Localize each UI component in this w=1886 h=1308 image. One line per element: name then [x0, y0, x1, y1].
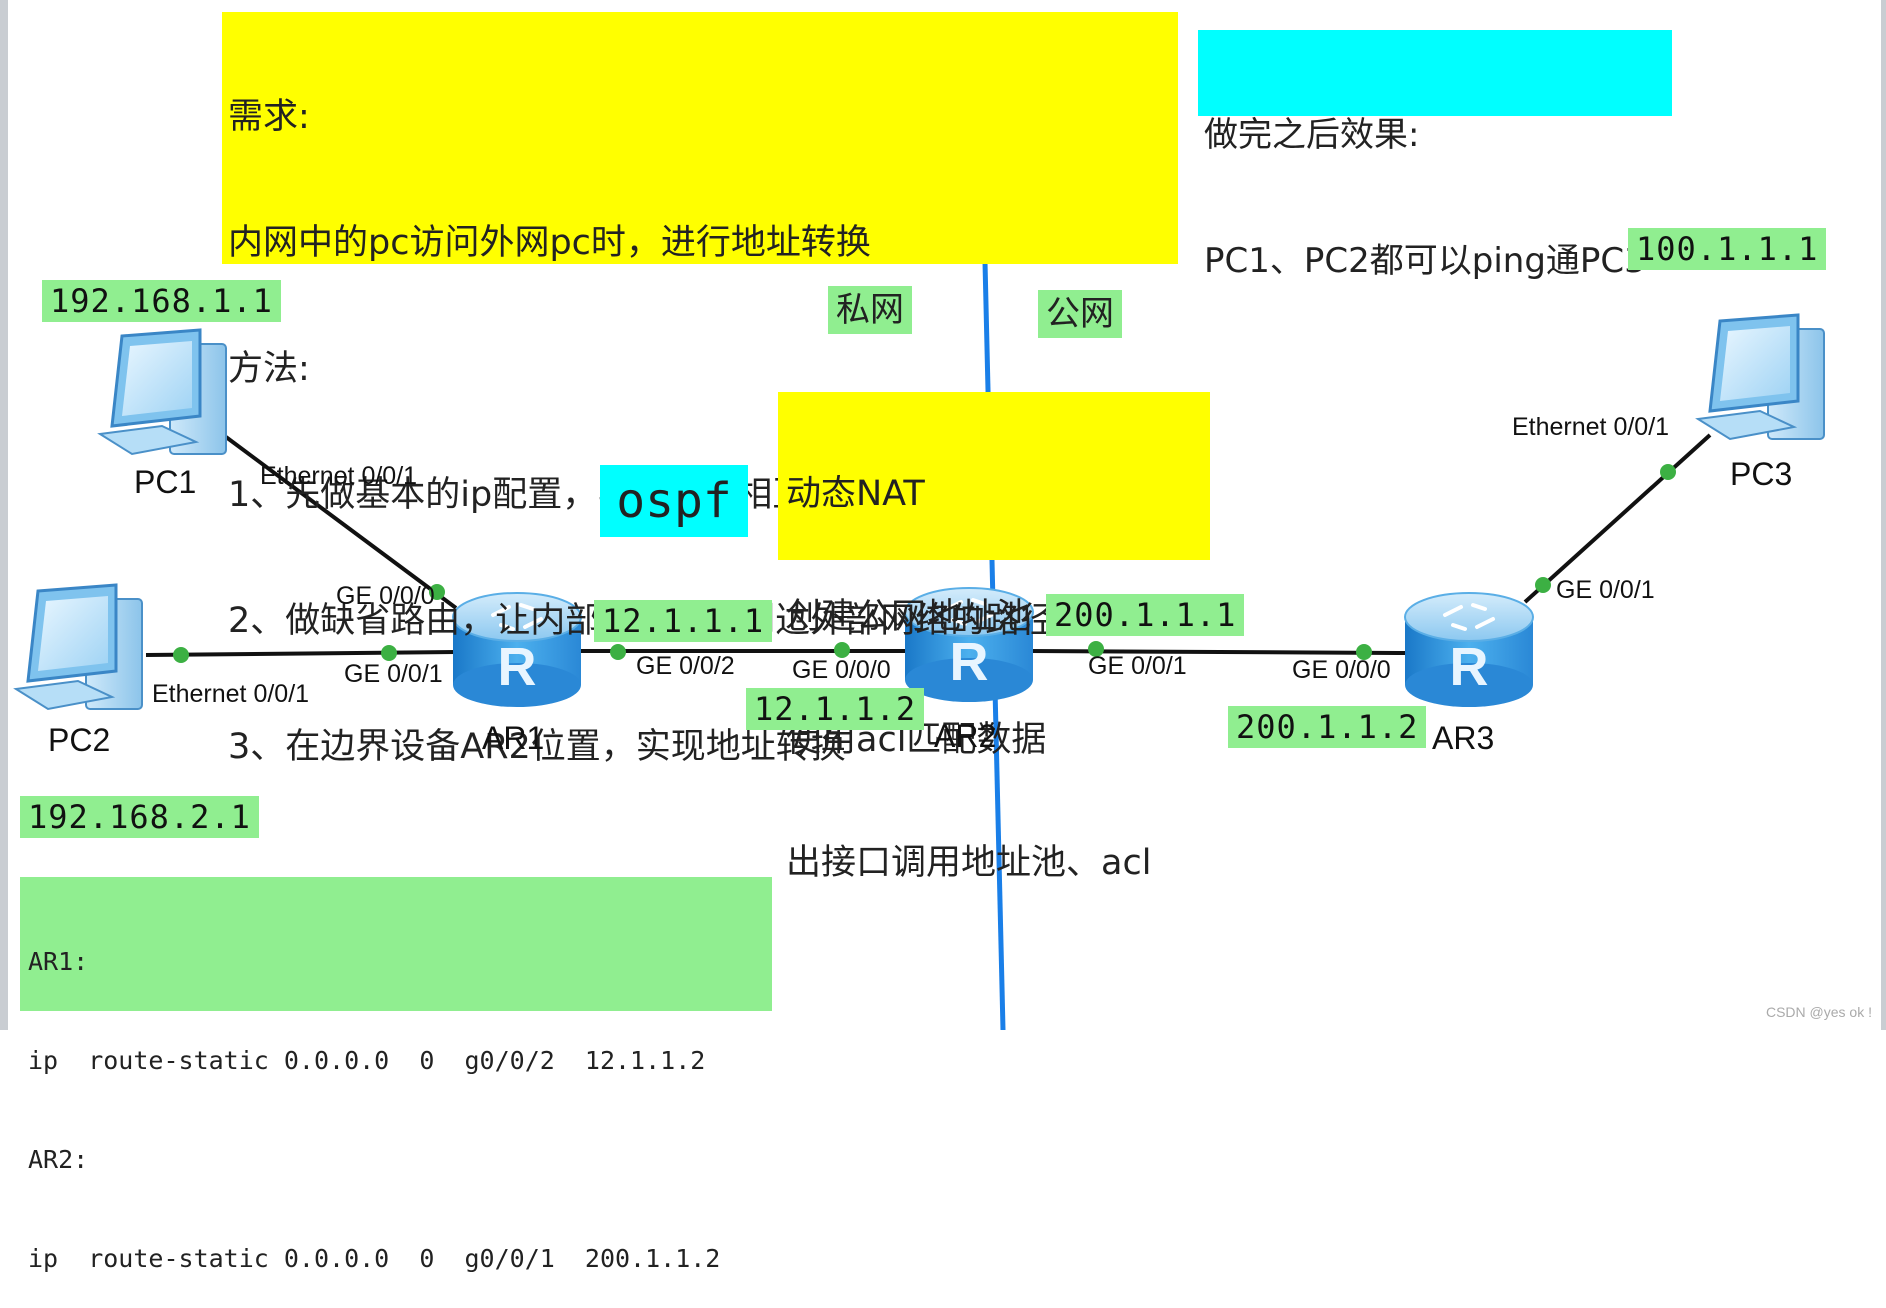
requirements-line: 需求: [228, 97, 310, 137]
link-pc1-ar1 [224, 435, 458, 610]
port-dot-ar2-ge000 [834, 642, 850, 658]
result-line: 做完之后效果: [1204, 115, 1420, 155]
nat-note: 动态NAT 创建公网地址池 使用acl匹配数据 出接口调用地址池、acl [778, 392, 1210, 883]
config-line: AR1: [28, 947, 89, 976]
ar3-ge000-port-label: GE 0/0/0 [1292, 656, 1391, 684]
ar1-ge001-port-label: GE 0/0/1 [344, 660, 443, 688]
ar3-label: AR3 [1432, 720, 1495, 756]
config-line: ip route-static 0.0.0.0 0 g0/0/1 200.1.1… [28, 1244, 721, 1273]
ar1-ge002-ip-label: 12.1.1.1 [594, 600, 773, 642]
static-route-config-note: AR1: ip route-static 0.0.0.0 0 g0/0/2 12… [20, 877, 772, 1273]
result-note: 做完之后效果: PC1、PC2都可以ping通PC3 [1198, 30, 1672, 281]
topology-canvas: R R R [13, 261, 1825, 1030]
ospf-label: ospf [600, 465, 748, 537]
requirements-line: 内网中的pc访问外网pc时，进行地址转换 [228, 223, 871, 263]
pc1-icon[interactable] [97, 328, 227, 456]
port-dot-ar2-ge001 [1088, 641, 1104, 657]
ar2-label: AR2 [934, 718, 997, 754]
ar2-ge000-ip-label: 12.1.1.2 [746, 688, 925, 730]
csdn-watermark: CSDN @yes ok ! [1765, 1004, 1872, 1020]
ar3-ge001-port-label: GE 0/0/1 [1556, 576, 1655, 604]
ar3-router-letter: R [1450, 637, 1489, 697]
port-dot-ar1-ge000 [429, 584, 445, 600]
pc1-port-label: Ethernet 0/0/1 [260, 462, 418, 490]
private-network-label: 私网 [828, 286, 912, 334]
pc2-ip-label: 192.168.2.1 [20, 796, 259, 838]
ar2-ge001-port-label: GE 0/0/1 [1088, 652, 1187, 680]
pc3-label: PC3 [1730, 456, 1793, 492]
link-ar3-pc3 [1523, 433, 1712, 604]
ar1-label: AR1 [482, 720, 545, 756]
ar2-ge000-port-label: GE 0/0/0 [792, 656, 891, 684]
ar1-ge002-port-label: GE 0/0/2 [636, 652, 735, 680]
ar3-router-icon[interactable]: R [1404, 592, 1534, 707]
nat-line: 出接口调用地址池、acl [786, 843, 1152, 883]
pc1-ip-label: 192.168.1.1 [42, 280, 281, 322]
ar2-router-letter: R [950, 632, 989, 692]
ar3-ge000-ip-label: 200.1.1.2 [1228, 706, 1427, 748]
config-line: ip route-static 0.0.0.0 0 g0/0/2 12.1.1.… [28, 1046, 706, 1075]
pc3-port-label: Ethernet 0/0/1 [1512, 413, 1670, 441]
window-frame-right [1881, 0, 1886, 1030]
ar1-router-letter: R [498, 637, 537, 697]
pc2-port-label: Ethernet 0/0/1 [152, 680, 310, 708]
config-line: AR2: [28, 1145, 89, 1174]
pc3-icon[interactable] [1695, 313, 1825, 441]
window-frame-left [0, 0, 8, 1030]
port-dot-ar3-ge000 [1356, 644, 1372, 660]
pc1-label: PC1 [134, 464, 197, 500]
pc2-label: PC2 [48, 722, 111, 758]
requirements-line: 3、在边界设备AR2位置，实现地址转换 [228, 727, 846, 767]
requirements-note: 需求: 内网中的pc访问外网pc时，进行地址转换 方法: 1、先做基本的ip配置… [222, 12, 1178, 767]
link-pc2-ar1 [145, 650, 457, 657]
ar2-ge001-ip-label: 200.1.1.1 [1046, 594, 1245, 636]
port-dot-ar3-ge001 [1535, 577, 1551, 593]
ar2-router-icon[interactable]: R [904, 587, 1034, 702]
nat-line: 动态NAT [786, 474, 925, 514]
port-dot-ar1-ge002 [610, 644, 626, 660]
pc3-ip-label: 100.1.1.1 [1628, 228, 1827, 270]
port-dot-ar1-ge001 [381, 645, 397, 661]
result-line: PC1、PC2都可以ping通PC3 [1204, 241, 1646, 281]
requirements-line: 1、先做基本的ip配置，实现内网相互通信 [228, 475, 878, 515]
public-network-label: 公网 [1038, 290, 1122, 338]
ar1-ge000-port-label: GE 0/0/0 [336, 582, 435, 610]
pc2-icon[interactable] [13, 583, 143, 711]
ar1-router-icon[interactable]: R [452, 592, 582, 707]
requirements-line: 方法: [228, 349, 310, 389]
port-dot-pc2 [173, 647, 189, 663]
port-dot-pc3 [1660, 464, 1676, 480]
nat-line: 创建公网地址池 [786, 597, 1032, 637]
